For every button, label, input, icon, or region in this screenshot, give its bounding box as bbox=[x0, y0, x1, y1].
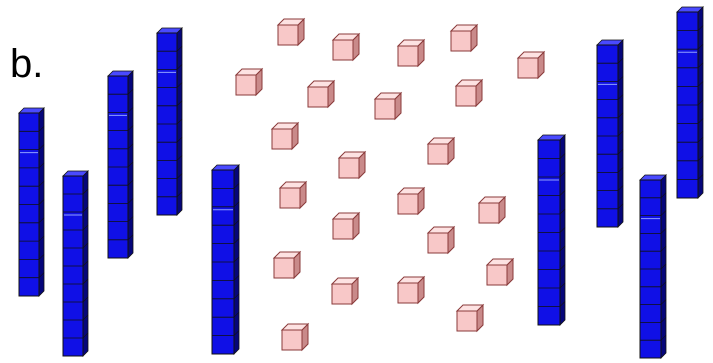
unit-cube-icon bbox=[479, 197, 505, 223]
unit-cube-icon bbox=[272, 123, 298, 149]
unit-cube-icon bbox=[274, 252, 300, 278]
ten-rod-icon bbox=[157, 28, 182, 215]
ten-rod-icon bbox=[108, 71, 133, 258]
unit-cube-icon bbox=[308, 81, 334, 107]
unit-cube-icon bbox=[375, 93, 401, 119]
ten-rod-icon bbox=[538, 135, 565, 325]
ten-rod-icon bbox=[19, 108, 44, 296]
unit-cube-icon bbox=[456, 80, 482, 106]
unit-cube-icon bbox=[451, 25, 477, 51]
unit-cube-icon bbox=[428, 138, 454, 164]
unit-cube-icon bbox=[398, 277, 424, 303]
unit-cube-icon bbox=[398, 188, 424, 214]
unit-cube-icon bbox=[487, 259, 513, 285]
unit-cube-icon bbox=[333, 34, 359, 60]
ten-rod-icon bbox=[63, 171, 88, 356]
ten-rod-icon bbox=[212, 165, 239, 354]
unit-cube-icon bbox=[518, 52, 544, 78]
unit-cube-icon bbox=[333, 213, 359, 239]
unit-cube-icon bbox=[280, 182, 306, 208]
unit-cube-icon bbox=[236, 69, 262, 95]
unit-cube-icon bbox=[332, 278, 358, 304]
ten-rod-icon bbox=[677, 7, 703, 198]
unit-cube-icon bbox=[339, 152, 365, 178]
unit-cube-icon bbox=[457, 305, 483, 331]
ten-rod-icon bbox=[640, 175, 666, 358]
unit-cube-icon bbox=[278, 19, 304, 45]
unit-cube-icon bbox=[398, 40, 424, 66]
unit-cube-icon bbox=[428, 227, 454, 253]
unit-cube-icon bbox=[282, 324, 308, 350]
ten-rod-icon bbox=[597, 40, 623, 227]
